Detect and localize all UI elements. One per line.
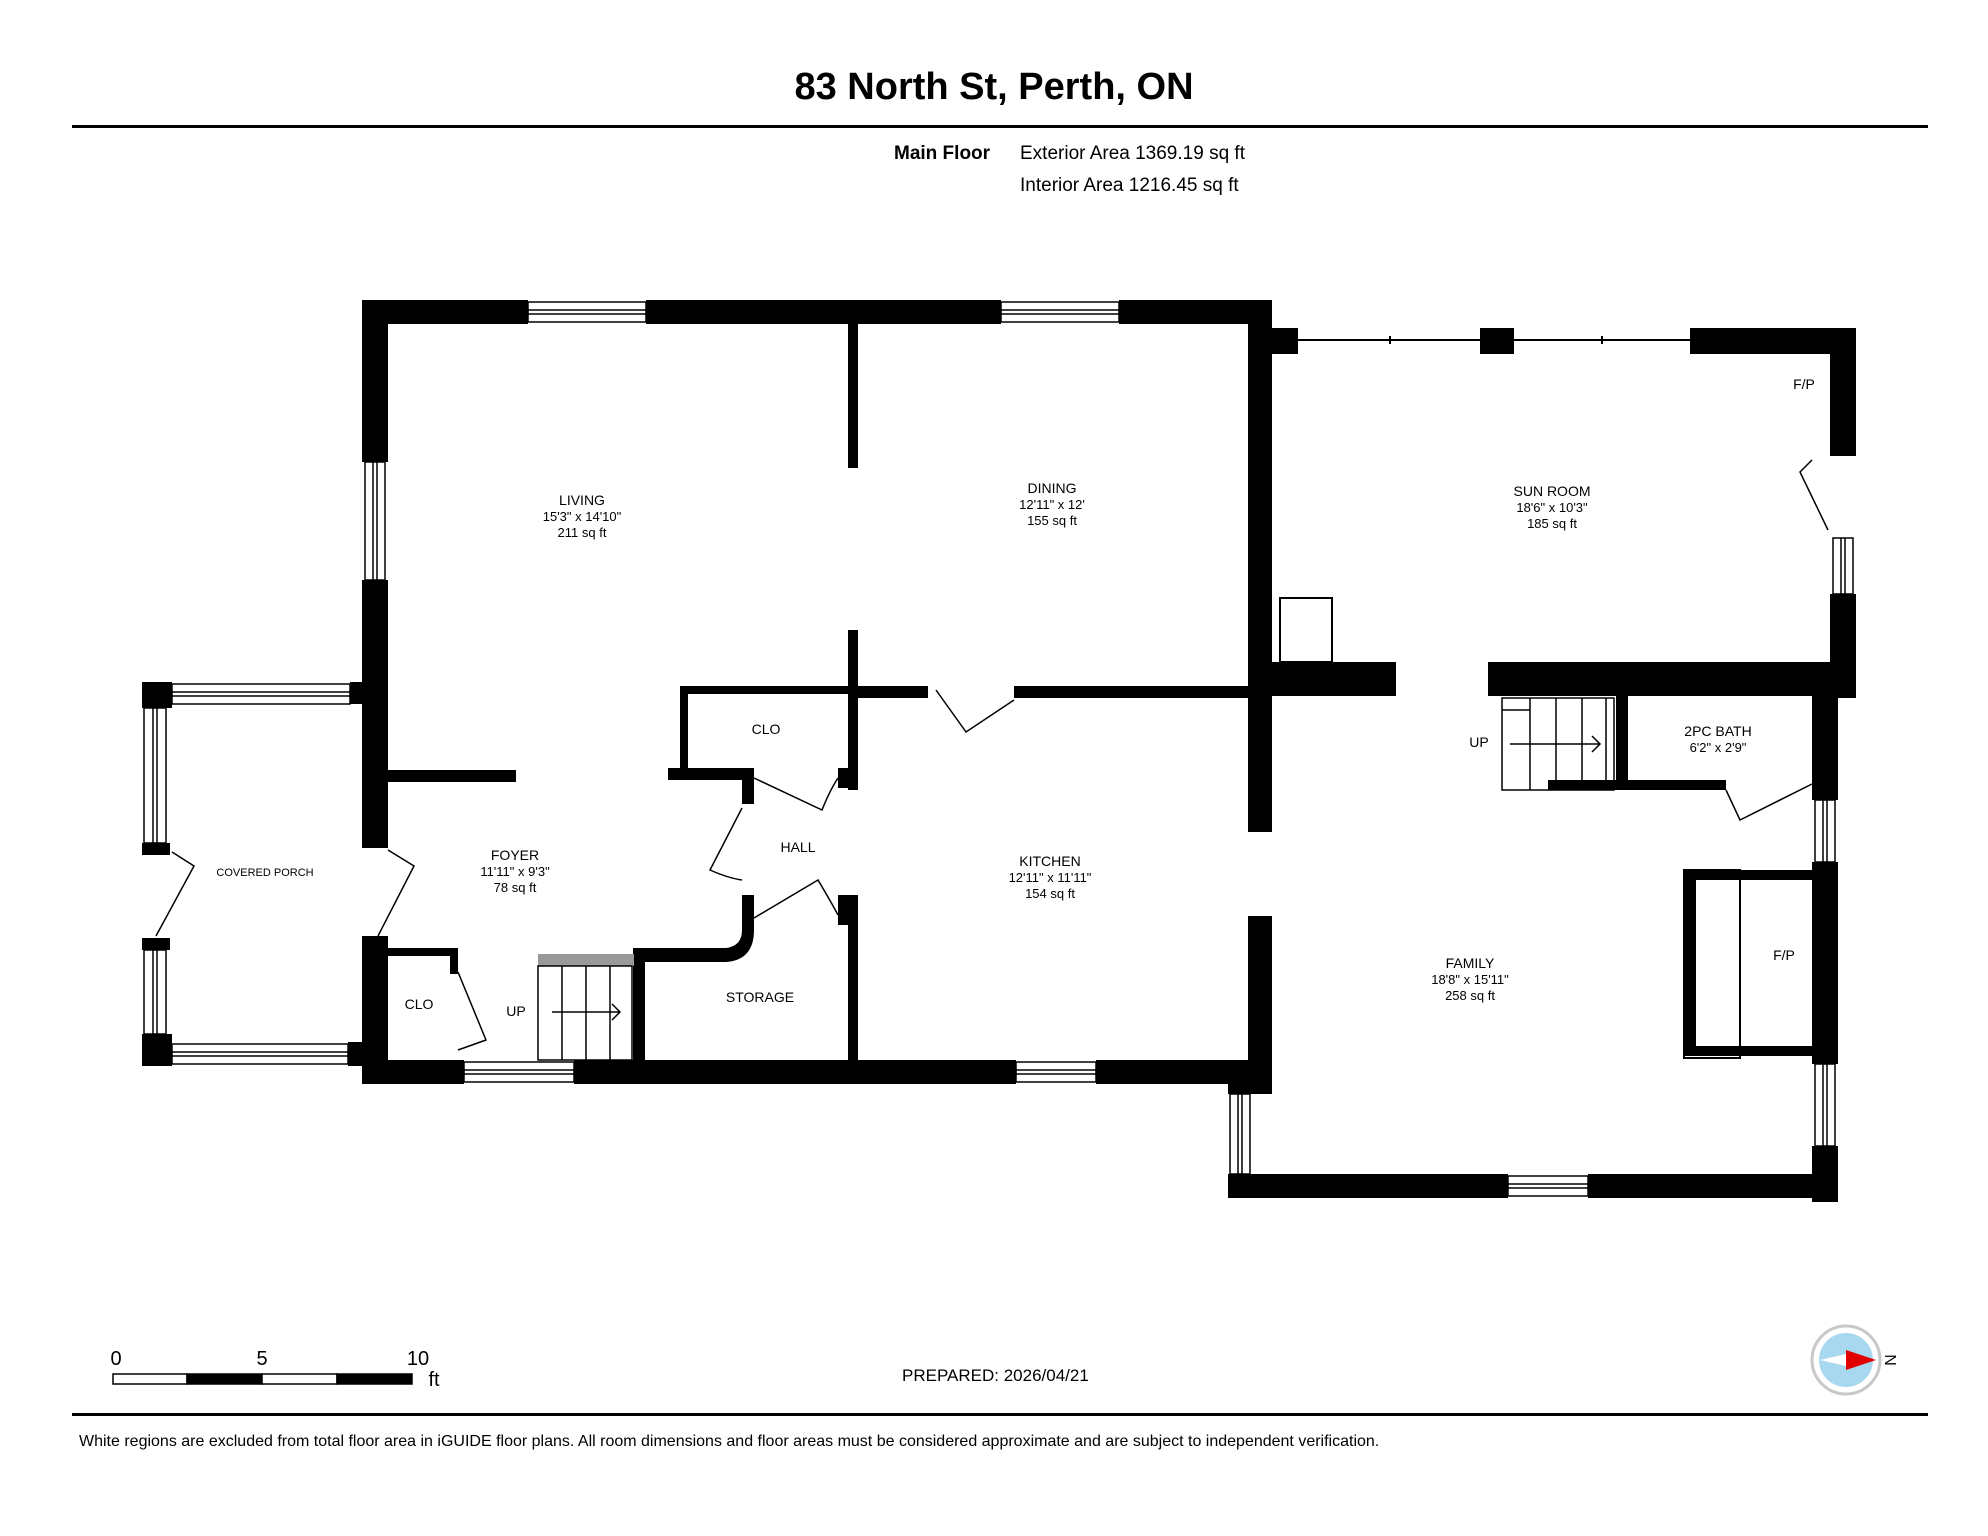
windows bbox=[143, 301, 1854, 1197]
stairs-up-label-2: UP bbox=[1469, 734, 1488, 750]
foyer-area: 78 sq ft bbox=[494, 880, 537, 895]
fireplace-label-sunroom: F/P bbox=[1793, 376, 1815, 392]
family-area: 258 sq ft bbox=[1445, 988, 1495, 1003]
door-swings bbox=[155, 459, 1829, 1051]
compass-icon: N bbox=[1810, 1324, 1898, 1396]
stairs-up-label: UP bbox=[506, 1003, 525, 1019]
kitchen-dims: 12'11" x 11'11" bbox=[1009, 870, 1092, 885]
scale-label-0: 0 bbox=[110, 1348, 121, 1370]
floor-name: Main Floor bbox=[894, 143, 991, 164]
kitchen-name: KITCHEN bbox=[1019, 853, 1080, 869]
scale-unit: ft bbox=[428, 1369, 440, 1391]
living-dims: 15'3" x 14'10" bbox=[543, 509, 622, 524]
walls bbox=[142, 300, 1856, 1202]
sliding-glass bbox=[1298, 336, 1690, 344]
bath-dims: 6'2" x 2'9" bbox=[1690, 740, 1747, 755]
compass-north-label: N bbox=[1881, 1354, 1898, 1366]
exterior-area: Exterior Area 1369.19 sq ft bbox=[1020, 143, 1245, 164]
foyer-name: FOYER bbox=[491, 847, 539, 863]
sunroom-area: 185 sq ft bbox=[1527, 516, 1577, 531]
dining-area: 155 sq ft bbox=[1027, 513, 1077, 528]
interior-area: Interior Area 1216.45 sq ft bbox=[1020, 175, 1239, 196]
hearth-outlines bbox=[1683, 869, 1741, 1059]
dining-name: DINING bbox=[1028, 480, 1077, 496]
fireplace-label-family: F/P bbox=[1773, 947, 1795, 963]
family-dims: 18'8" x 15'11" bbox=[1431, 972, 1509, 987]
closet-name: CLO bbox=[752, 721, 781, 737]
porch-name: COVERED PORCH bbox=[216, 867, 313, 879]
storage-name: STORAGE bbox=[726, 989, 794, 1005]
foyer-dims: 11'11" x 9'3" bbox=[480, 864, 550, 879]
kitchen-area: 154 sq ft bbox=[1025, 886, 1075, 901]
scale-label-10: 10 bbox=[407, 1348, 429, 1370]
scale-label-5: 5 bbox=[256, 1348, 267, 1370]
prepared-date: PREPARED: 2026/04/21 bbox=[902, 1366, 1089, 1385]
bath-name: 2PC BATH bbox=[1684, 723, 1751, 739]
room-labels: LIVING 15'3" x 14'10" 211 sq ft DINING 1… bbox=[216, 376, 1814, 1019]
hall-name: HALL bbox=[780, 839, 815, 855]
stairs bbox=[537, 697, 1615, 1061]
disclaimer-footnote: White regions are excluded from total fl… bbox=[79, 1433, 1380, 1450]
dining-dims: 12'11" x 12' bbox=[1019, 497, 1085, 512]
scale-bar: 0 5 10 ft bbox=[110, 1348, 440, 1391]
foyer-closet-name: CLO bbox=[405, 996, 434, 1012]
living-area: 211 sq ft bbox=[558, 525, 607, 540]
sunroom-dims: 18'6" x 10'3" bbox=[1516, 500, 1588, 515]
family-name: FAMILY bbox=[1446, 955, 1495, 971]
sunroom-name: SUN ROOM bbox=[1514, 483, 1591, 499]
footer-divider bbox=[72, 1413, 1928, 1416]
page-title: 83 North St, Perth, ON bbox=[794, 66, 1194, 108]
living-name: LIVING bbox=[559, 492, 605, 508]
header-divider bbox=[72, 125, 1928, 128]
